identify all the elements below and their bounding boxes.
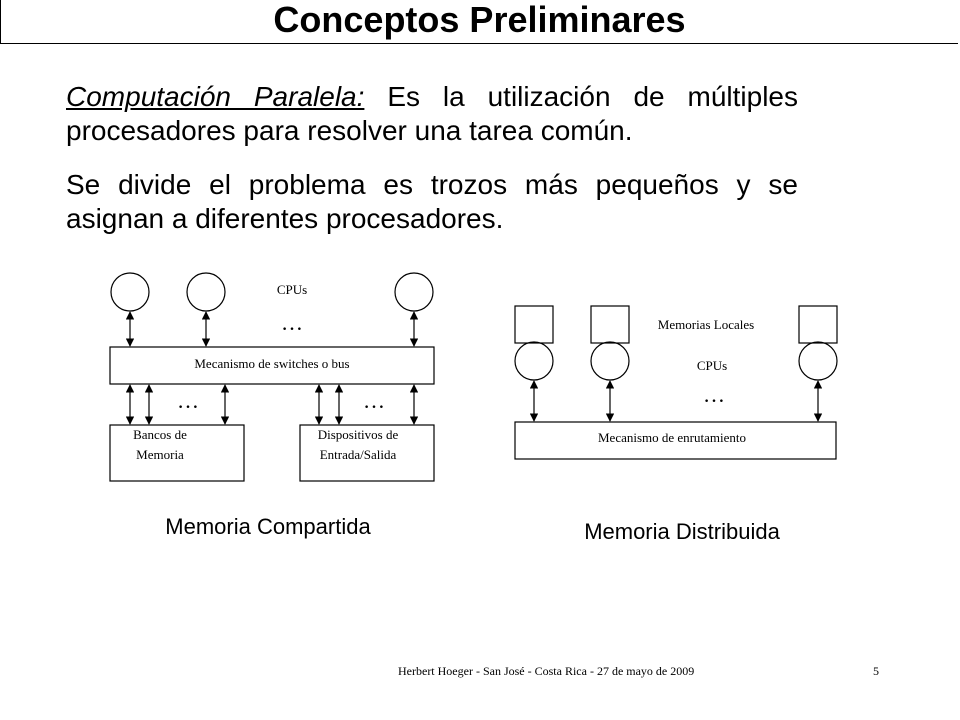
- footer-credit: Herbert Hoeger - San José - Costa Rica -…: [398, 664, 695, 678]
- routing-label: Mecanismo de enrutamiento: [598, 430, 746, 445]
- cpus-label: CPUs: [277, 282, 307, 297]
- distributed-memory-diagram: [514, 305, 838, 460]
- local-memory-box: [514, 305, 554, 344]
- cpu-circle: [394, 272, 434, 312]
- paragraph-division: Se divide el problema es trozos más pequ…: [66, 169, 798, 234]
- shared-memory-caption: Memoria Compartida: [165, 514, 371, 539]
- cpus-ellipsis: …: [703, 382, 725, 407]
- distributed-memory-caption: Memoria Distribuida: [584, 519, 780, 544]
- definition-term: Computación Paralela:: [66, 81, 365, 112]
- routing-box: [514, 421, 837, 460]
- cpu-circle: [590, 341, 630, 381]
- shared-memory-diagram: [109, 272, 435, 482]
- paragraph-definition: Computación Paralela: Es la utilización …: [66, 80, 798, 148]
- local-memory-box: [798, 305, 838, 344]
- io-ellipsis: …: [363, 388, 385, 413]
- cpu-circle: [798, 341, 838, 381]
- bus-label: Mecanismo de switches o bus: [194, 356, 349, 371]
- bus-box: [109, 346, 435, 385]
- memory-ellipsis: …: [177, 388, 199, 413]
- slide-title: Conceptos Preliminares: [273, 0, 686, 40]
- page-number: 5: [873, 664, 879, 678]
- memory-banks-label-line1: Bancos de: [133, 427, 187, 442]
- io-devices-label-line2: Entrada/Salida: [320, 447, 397, 462]
- definition-text: Es la utilización de múltiples procesado…: [66, 81, 798, 146]
- cpus-label: CPUs: [697, 358, 727, 373]
- title-bar: Conceptos Preliminares: [0, 0, 958, 44]
- local-memory-box: [590, 305, 630, 344]
- cpus-ellipsis: …: [281, 310, 303, 335]
- cpu-circle: [110, 272, 150, 312]
- local-memories-label: Memorias Locales: [658, 317, 754, 332]
- cpu-circle: [186, 272, 226, 312]
- cpu-circle: [514, 341, 554, 381]
- io-devices-box: [299, 424, 435, 482]
- memory-banks-box: [109, 424, 245, 482]
- memory-banks-label-line2: Memoria: [136, 447, 184, 462]
- io-devices-label-line1: Dispositivos de: [318, 427, 399, 442]
